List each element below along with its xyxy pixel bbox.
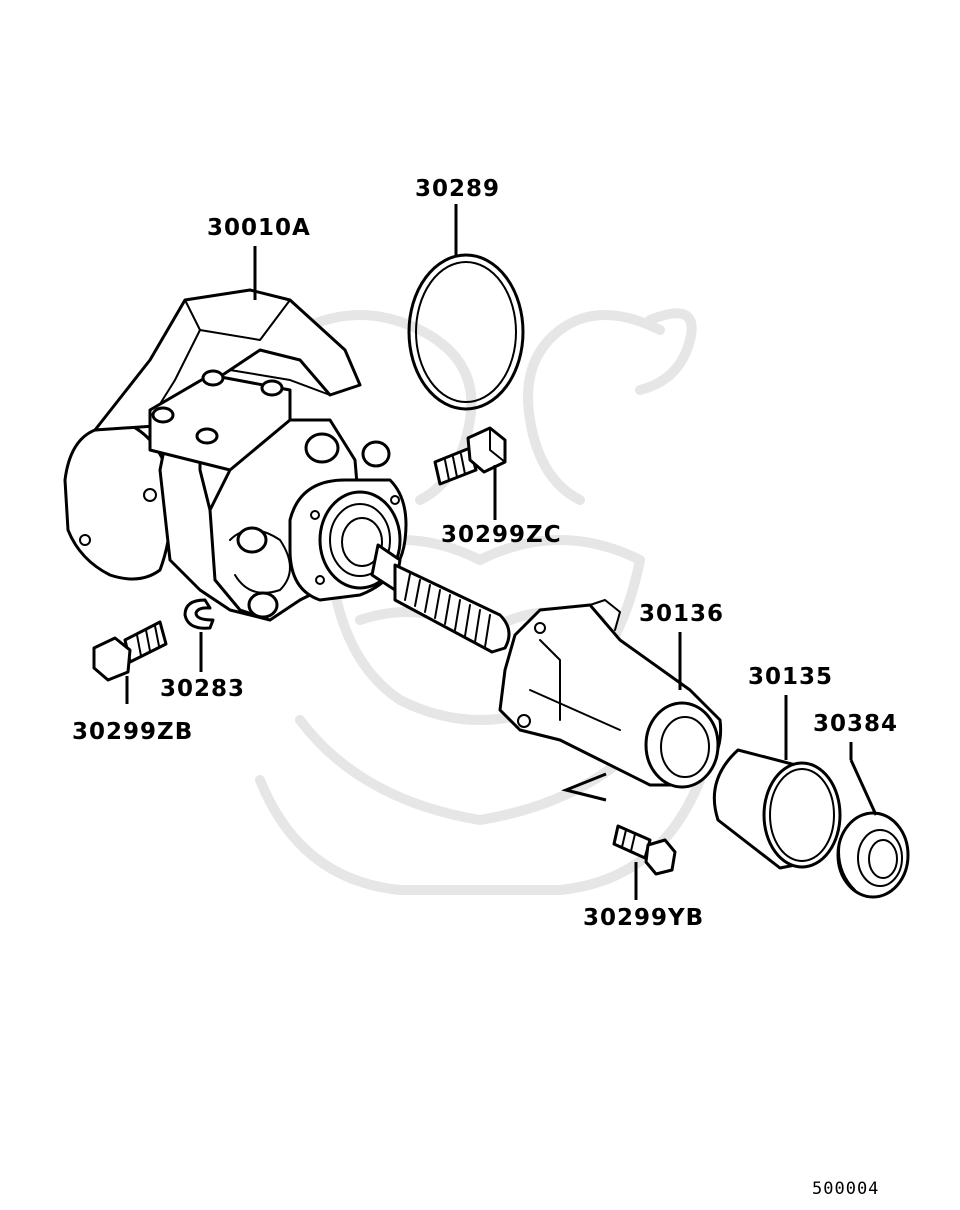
transfer-case-drawing [63,288,511,654]
label-30384: 30384 [813,711,898,737]
label-30010A: 30010A [207,215,311,241]
bolt-yb-drawing [612,824,677,876]
bolt-zb-drawing [92,620,168,682]
extension-housing-drawing [498,599,723,789]
label-30299ZC: 30299ZC [441,522,562,548]
label-30299ZB: 30299ZB [72,719,193,745]
illustration-code: 500004 [812,1179,879,1199]
clip-drawing [183,598,215,630]
label-30299YB: 30299YB [583,905,704,931]
label-30283: 30283 [160,676,245,702]
label-30136: 30136 [639,601,724,627]
part-labels: 30010A 30289 30299ZC 30136 30135 30384 3… [72,176,898,1199]
bolt-zc-drawing [433,426,507,486]
label-30135: 30135 [748,664,833,690]
sleeve-drawing [712,748,842,870]
leader-lines [125,204,878,900]
label-30289: 30289 [415,176,500,202]
oil-seal-drawing [836,811,910,899]
o-ring-drawing [407,253,525,411]
